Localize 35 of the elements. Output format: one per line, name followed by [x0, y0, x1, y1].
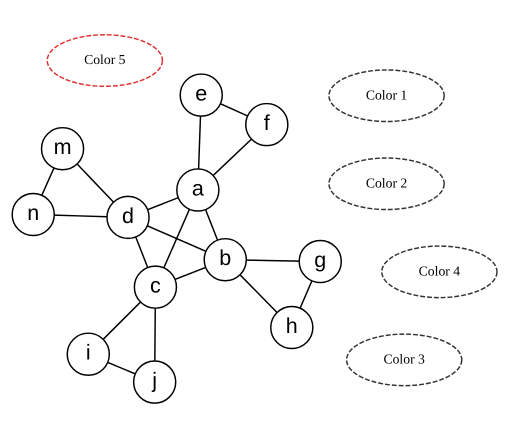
- connector: [220, 103, 248, 117]
- node-circle: i: [66, 332, 110, 376]
- node-circle: c: [134, 265, 178, 309]
- node-ellipse: Color 2: [328, 157, 445, 210]
- connector: [41, 168, 55, 196]
- node-circle: a: [176, 168, 220, 212]
- node-ellipse: Color 4: [381, 245, 498, 298]
- connector: [108, 362, 136, 374]
- connector: [198, 116, 202, 169]
- connector: [147, 197, 178, 210]
- node-circle: d: [106, 196, 150, 240]
- node-circle: g: [298, 240, 342, 284]
- connector: [76, 164, 114, 203]
- node-circle: n: [11, 192, 55, 236]
- connector: [246, 259, 300, 262]
- node-circle: f: [245, 102, 289, 146]
- connector: [240, 274, 278, 313]
- connector: [300, 280, 313, 308]
- connector: [213, 138, 252, 176]
- node-circle: j: [132, 360, 176, 404]
- connector: [204, 210, 218, 240]
- connector: [154, 308, 156, 361]
- node-circle: h: [270, 306, 314, 350]
- connector: [147, 225, 206, 252]
- node-ellipse: Color 3: [346, 333, 463, 386]
- connector: [174, 266, 206, 280]
- node-ellipse: Color 5: [46, 34, 164, 87]
- connector: [163, 208, 190, 268]
- node-ellipse: Color 1: [328, 69, 445, 122]
- node-circle: e: [179, 73, 223, 117]
- connector: [135, 236, 148, 268]
- connector: [54, 214, 108, 218]
- node-circle: b: [204, 238, 248, 282]
- connector: [102, 302, 141, 340]
- node-circle: m: [40, 126, 84, 170]
